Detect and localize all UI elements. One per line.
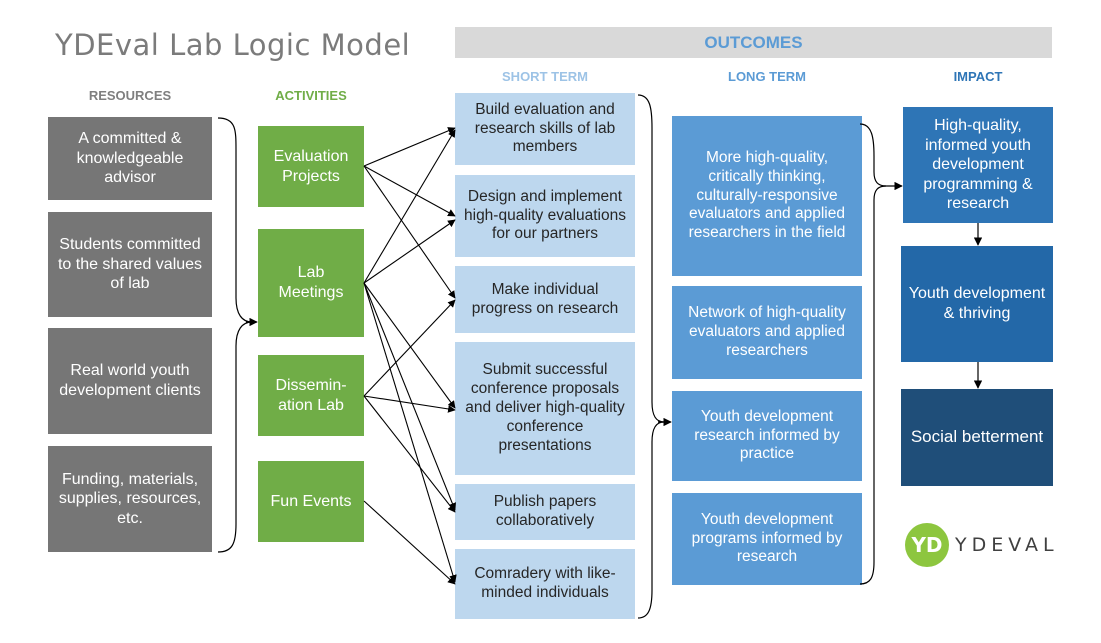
resource-students: Students committed to the shared values … [48,212,212,317]
long-term-network: Network of high-quality evaluators and a… [672,286,862,379]
activity-evaluation-projects: Evaluation Projects [258,126,364,207]
activities-header: ACTIVITIES [275,88,347,103]
arrow-dissem-conferences [363,395,456,413]
short-term-comradery: Comradery with like-minded individuals [455,549,635,619]
arrow-dissem-papers [363,395,456,513]
long-term-brace [859,123,887,585]
short-term-progress: Make individual progress on research [455,266,635,333]
svg-text:YD: YD [910,533,942,557]
arrow-dissem-progress [363,299,456,397]
arrow-labmeet-evaluations [363,219,456,284]
arrow-labmeet-conferences [363,282,456,409]
long-term-programs-research: Youth development programs informed by r… [672,493,862,585]
short-term-papers: Publish papers collaboratively [455,484,635,540]
resource-funding: Funding, materials, supplies, resources,… [48,446,212,552]
short-term-skills: Build evaluation and research skills of … [455,93,635,165]
arrow-evalproj-skills [363,127,456,167]
outcomes-header: OUTCOMES [455,27,1052,58]
long-term-evaluators: More high-quality, critically thinking, … [672,116,862,276]
impact-thriving: Youth development & thriving [901,246,1053,362]
activity-fun-events: Fun Events [258,461,364,542]
arrow-labmeet-comradery [363,282,457,583]
ydeval-logo-text: YDEVAL [955,534,1059,556]
resource-advisor: A committed & knowledgeable advisor [48,117,212,200]
page-title: YDEval Lab Logic Model [55,28,411,62]
ydeval-logo-mark: YD [905,523,949,567]
short-term-header: SHORT TERM [502,69,588,84]
arrow-labmeet-skills [363,129,456,284]
short-term-conferences: Submit successful conference proposals a… [455,342,635,475]
arrow-evalproj-evaluations [363,165,456,217]
arrow-fun-comradery [363,500,456,585]
ydeval-logo: YD [903,521,1053,569]
activity-lab-meetings: Lab Meetings [258,229,364,337]
short-term-brace [637,94,665,619]
impact-header: IMPACT [953,69,1003,84]
resources-header: RESOURCES [88,88,172,103]
impact-programming: High-quality, informed youth development… [903,107,1053,223]
activity-dissemination-lab: Dissemin-ation Lab [258,355,364,436]
short-term-evaluations: Design and implement high-quality evalua… [455,175,635,257]
resource-clients: Real world youth development clients [48,328,212,434]
long-term-header: LONG TERM [728,69,806,84]
long-term-research-practice: Youth development research informed by p… [672,391,862,481]
arrow-labmeet-papers [363,282,456,511]
impact-social-betterment: Social betterment [901,389,1053,486]
arrow-evalproj-progress [363,165,456,299]
resources-brace [217,117,253,553]
